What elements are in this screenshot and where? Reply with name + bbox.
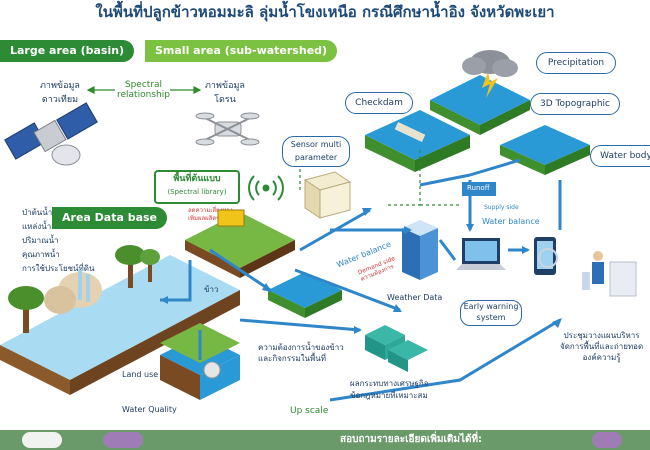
land-use-label: Land use <box>122 370 159 379</box>
logo-icon <box>22 432 62 448</box>
spectral-relationship-label: Spectral relationship <box>117 80 170 100</box>
water-balance-label-2: Water balance <box>482 217 540 226</box>
signal-icon <box>248 175 284 201</box>
tree-icon <box>8 245 160 333</box>
database-list: ป่าต้นน้ำ แหล่งน้ำ ปริมาณน้ำ คุณภาพน้ำ ก… <box>12 206 94 276</box>
spectral-arrows <box>86 86 202 94</box>
laptop-icon <box>456 238 506 270</box>
flow-arrows <box>160 158 562 402</box>
water-tile <box>268 272 342 318</box>
precipitation-pill: Precipitation <box>536 52 616 74</box>
early-warning-label: Early warning system <box>460 300 522 326</box>
large-area-badge: Large area (basin) <box>0 40 135 62</box>
spectral-library-english: (Spectral library) <box>167 188 227 196</box>
up-scale-label: Up scale <box>290 406 329 416</box>
database-item: การใช้ประโยชน์ที่ดิน <box>22 264 95 273</box>
economic-blocks-icon <box>365 325 428 372</box>
flow-arrowheads <box>160 208 562 334</box>
drone-data-label: ภาพข้อมูล โดรน <box>205 81 245 105</box>
database-item: แหล่งน้ำ <box>22 222 52 231</box>
topographic-tile <box>430 75 530 135</box>
rice-field-tile <box>185 209 295 278</box>
database-item: ปริมาณน้ำ <box>22 236 59 245</box>
footer-bar: สอบถามรายละเอียดเพิ่มเติมได้ที่: <box>0 430 650 450</box>
weather-data-label: Weather Data <box>387 293 443 302</box>
sensor-device <box>303 171 352 219</box>
management-plan-label: ประชุมวางแผนบริหาร จัดการพื้นที่และถ่ายท… <box>560 331 644 362</box>
water-body-tile <box>500 125 590 175</box>
cloud-icon <box>462 50 518 98</box>
spectral-library-thai: พื้นที่ต้นแบบ <box>173 174 221 184</box>
water-body-pill: Water body <box>590 145 650 167</box>
spectral-library-box: พื้นที่ต้นแบบ (Spectral library) <box>154 170 240 204</box>
checkdam-tile <box>365 110 470 172</box>
satellite-data-label: ภาพข้อมูล ดาวเทียม <box>40 81 80 105</box>
sensor-pill: Sensor multi parameter <box>282 136 350 167</box>
meeting-icon <box>582 251 637 297</box>
drone-icon <box>195 112 260 146</box>
logo-icon <box>592 432 622 448</box>
runoff-label: Runoff <box>467 184 490 192</box>
field-note: ลดความเสี่ยงทาง เพิ่มผลผลิตข้าว <box>188 207 233 222</box>
page-title: ในพื้นที่ปลูกข้าวหอมมะลิ ลุ่มน้ำโขงเหนือ… <box>95 3 555 21</box>
logo-icon <box>103 432 143 448</box>
checkdam-pill: Checkdam <box>345 92 413 114</box>
water-quality-label: Water Quality <box>122 405 177 414</box>
water-demand-label: ความต้องการน้ำของข้าว และกิจกรรมในพื้นที… <box>258 343 344 363</box>
database-item: ป่าต้นน้ำ <box>22 208 53 217</box>
supply-side-label: Supply side <box>484 204 519 211</box>
weather-server-icon <box>402 220 438 280</box>
river-terrain <box>0 255 240 395</box>
small-area-badge: Small area (sub-watershed) <box>145 40 338 62</box>
phone-icon <box>534 237 558 275</box>
topographic-pill: 3D Topographic <box>530 93 620 115</box>
satellite-icon <box>4 102 98 166</box>
rice-label: ข้าว <box>204 285 219 294</box>
runoff-box <box>462 182 496 196</box>
area-database-badge: Area Data base <box>52 207 168 229</box>
economic-impact-label: ผลกระทบทางเศรษฐกิจ ข้อกฎหมายที่เหมาะสม <box>350 379 429 400</box>
watershed-diagram <box>0 50 637 402</box>
footer-text: สอบถามรายละเอียดเพิ่มเติมได้ที่: <box>340 434 483 445</box>
database-item: คุณภาพน้ำ <box>22 250 60 259</box>
